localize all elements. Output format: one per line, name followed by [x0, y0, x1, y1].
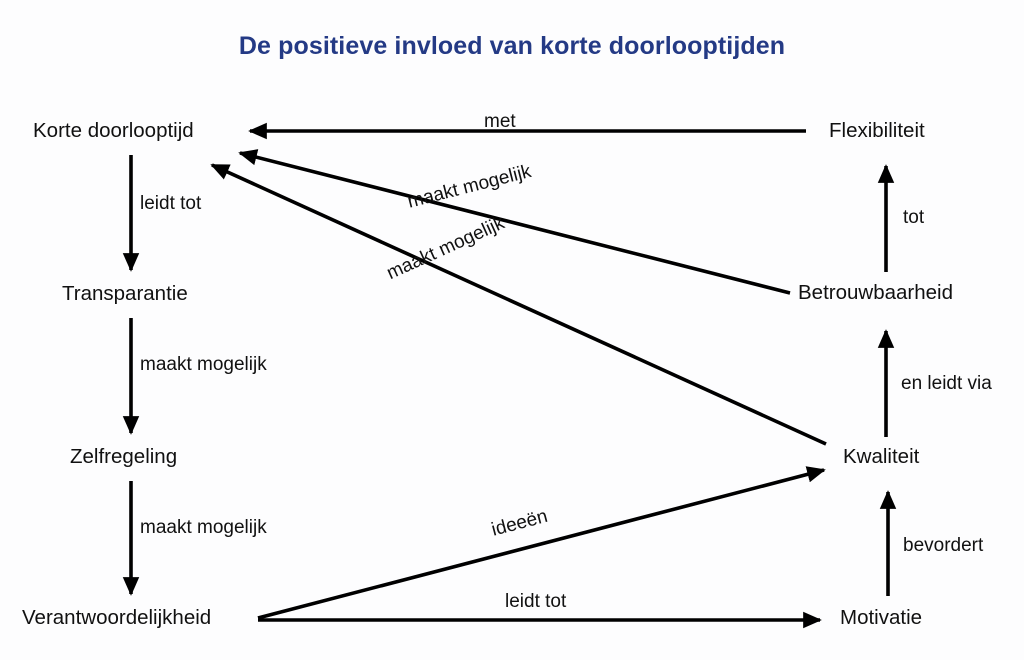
node-korte-doorlooptijd[interactable]: Korte doorlooptijd [33, 119, 194, 142]
node-motivatie[interactable]: Motivatie [840, 606, 923, 629]
node-verantwoordelijkheid[interactable]: Verantwoordelijkheid [22, 606, 212, 629]
page-title: De positieve invloed van korte doorloopt… [238, 32, 786, 60]
edge-label-met: met [484, 111, 516, 132]
node-kwaliteit[interactable]: Kwaliteit [843, 445, 920, 468]
edge-label-maakt-mogelijk-verantwoordelijkheid: maakt mogelijk [140, 517, 267, 538]
edge-label-leidt-tot-transparantie: leidt tot [140, 193, 202, 214]
edge-label-leidt-tot-motivatie: leidt tot [505, 591, 567, 612]
node-flexibiliteit[interactable]: Flexibiliteit [829, 119, 925, 142]
node-transparantie[interactable]: Transparantie [62, 282, 188, 305]
node-zelfregeling[interactable]: Zelfregeling [70, 445, 178, 468]
edge-kwaliteit-to-korte-doorlooptijd [210, 163, 827, 446]
edge-label-bevordert: bevordert [903, 535, 984, 556]
edge-betrouwbaarheid-to-korte-doorlooptijd [238, 149, 791, 295]
edge-label-tot: tot [903, 207, 925, 228]
node-betrouwbaarheid[interactable]: Betrouwbaarheid [798, 281, 953, 304]
edge-verantwoordelijkheid-to-kwaliteit [257, 466, 826, 620]
edge-label-maakt-mogelijk-zelfregeling: maakt mogelijk [140, 354, 267, 375]
edge-label-en-leidt-via: en leidt via [901, 373, 992, 394]
